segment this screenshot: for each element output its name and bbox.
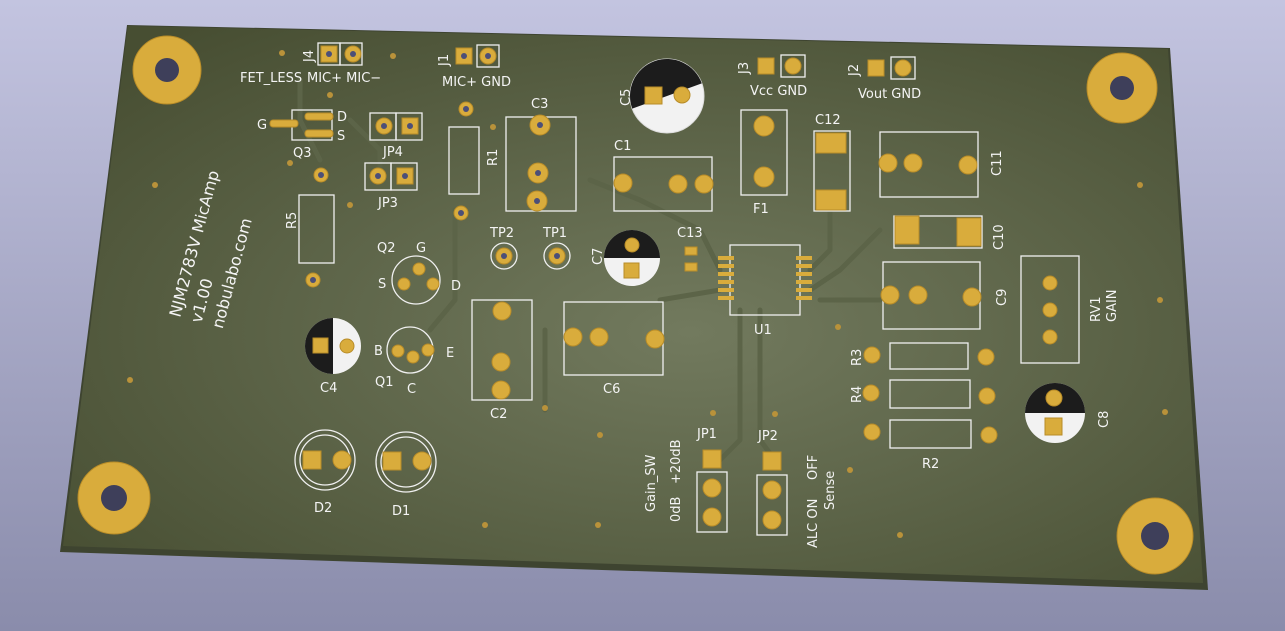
label-q2-s: S: [378, 277, 386, 292]
label-c11: C11: [990, 150, 1005, 176]
label-jp4: JP4: [382, 145, 403, 160]
capacitor-c4: C4: [305, 318, 361, 396]
label-c1: C1: [614, 139, 631, 154]
label-jp3: JP3: [377, 196, 398, 211]
transistor-q1: B E Q1 C: [374, 326, 454, 397]
label-d2: D2: [314, 501, 332, 516]
testpoint-tp2: TP2: [489, 226, 518, 270]
label-j4-pins: MIC+ MIC−: [307, 71, 381, 86]
label-c8: C8: [1097, 411, 1112, 428]
label-jp2: JP2: [757, 429, 778, 444]
mounting-hole-tr: [1086, 52, 1158, 124]
capacitor-c5: C5: [619, 58, 705, 134]
capacitor-c2: C2: [471, 299, 533, 422]
label-q2-g: G: [416, 241, 426, 256]
capacitor-c13: C13: [677, 226, 703, 272]
capacitor-c7: C7: [591, 230, 660, 286]
label-q3-d: D: [337, 110, 347, 125]
mounting-hole-br: [1116, 497, 1194, 575]
resistor-r5: R5: [285, 167, 335, 288]
label-q2: Q2: [377, 241, 396, 256]
label-f1: F1: [753, 202, 769, 217]
label-c4: C4: [320, 381, 337, 396]
connector-j1: J1 MIC+ GND: [437, 44, 511, 90]
label-0db: 0dB: [669, 497, 684, 522]
led-d1: D1: [375, 431, 437, 519]
capacitor-c11: C11: [878, 131, 1005, 198]
connector-j4: J4 FET_LESS MIC+ MIC−: [240, 42, 381, 86]
label-c3: C3: [531, 97, 548, 112]
jumper-jp1: JP1 Gain_SW +20dB 0dB: [644, 427, 728, 533]
ic-u1: U1: [718, 244, 812, 338]
label-j3-pins: Vcc GND: [750, 84, 807, 99]
label-r5: R5: [285, 212, 300, 229]
label-c9: C9: [995, 289, 1010, 306]
label-gain-sw: Gain_SW: [644, 454, 659, 512]
connector-j2: J2 Vout GND: [847, 56, 921, 102]
label-gain: GAIN: [1105, 289, 1120, 322]
connector-j3: J3 Vcc GND: [737, 54, 807, 99]
label-c13: C13: [677, 226, 703, 241]
mounting-holes: [77, 35, 1194, 575]
resistor-r2: R2: [863, 419, 998, 472]
label-r1: R1: [486, 149, 501, 166]
label-sense: Sense: [823, 471, 838, 510]
label-c2: C2: [490, 407, 507, 422]
label-q3: Q3: [293, 146, 312, 161]
mounting-hole-bl: [77, 461, 151, 535]
label-c12: C12: [815, 113, 841, 128]
capacitor-c1: C1: [613, 139, 714, 212]
capacitor-c9: C9: [880, 261, 1010, 330]
resistor-r3: R3: [850, 342, 995, 370]
label-j2: J2: [847, 64, 862, 77]
capacitor-c6: C6: [563, 301, 665, 397]
jumper-jp2: JP2 OFF ALC ON Sense: [756, 429, 838, 548]
label-c10: C10: [992, 224, 1007, 250]
resistor-r1: R1: [448, 101, 501, 221]
label-d1: D1: [392, 504, 410, 519]
label-j3: J3: [737, 62, 752, 75]
label-tp2: TP2: [489, 226, 514, 241]
resistor-r4: R4: [850, 379, 996, 409]
jumper-jp3: JP3: [364, 162, 418, 211]
jumper-jp4: JP4: [369, 112, 423, 160]
label-q1-b: B: [374, 344, 383, 359]
label-j1: J1: [437, 54, 452, 67]
transistor-q2: Q2 G S D: [377, 241, 461, 305]
label-r4: R4: [850, 386, 865, 403]
label-j2-pins: Vout GND: [858, 87, 921, 102]
label-q1-c: C: [407, 382, 416, 397]
label-c7: C7: [591, 248, 606, 265]
label-rv1: RV1: [1089, 297, 1104, 323]
label-alc-on: ALC ON: [806, 499, 821, 548]
label-j4: J4: [302, 50, 317, 63]
capacitor-c12: C12: [813, 113, 851, 212]
label-c5: C5: [619, 89, 634, 106]
label-r2: R2: [922, 457, 939, 472]
vias: [127, 50, 1168, 538]
label-off: OFF: [806, 455, 821, 480]
trimmer-rv1: RV1 GAIN: [1020, 255, 1120, 364]
label-q1: Q1: [375, 375, 394, 390]
led-d2: D2: [294, 429, 356, 516]
label-tp1: TP1: [542, 226, 567, 241]
label-fet-less: FET_LESS: [240, 71, 302, 86]
label-jp1: JP1: [696, 427, 717, 442]
fuse-f1: F1: [740, 109, 788, 217]
label-r3: R3: [850, 349, 865, 366]
mounting-hole-tl: [132, 35, 202, 105]
capacitor-c3: C3: [505, 97, 577, 212]
label-q3-s: S: [337, 129, 345, 144]
capacitor-c10: C10: [893, 215, 1007, 250]
label-u1: U1: [754, 323, 772, 338]
label-q3-g: G: [257, 118, 267, 133]
label-q1-e: E: [446, 346, 454, 361]
capacitor-c8: C8: [1025, 383, 1112, 443]
label-plus20db: +20dB: [669, 439, 684, 484]
label-q2-d: D: [451, 279, 461, 294]
testpoint-tp1: TP1: [542, 226, 571, 270]
transistor-q3: G D S Q3: [257, 109, 347, 161]
label-j1-pins: MIC+ GND: [442, 75, 511, 90]
label-c6: C6: [603, 382, 620, 397]
